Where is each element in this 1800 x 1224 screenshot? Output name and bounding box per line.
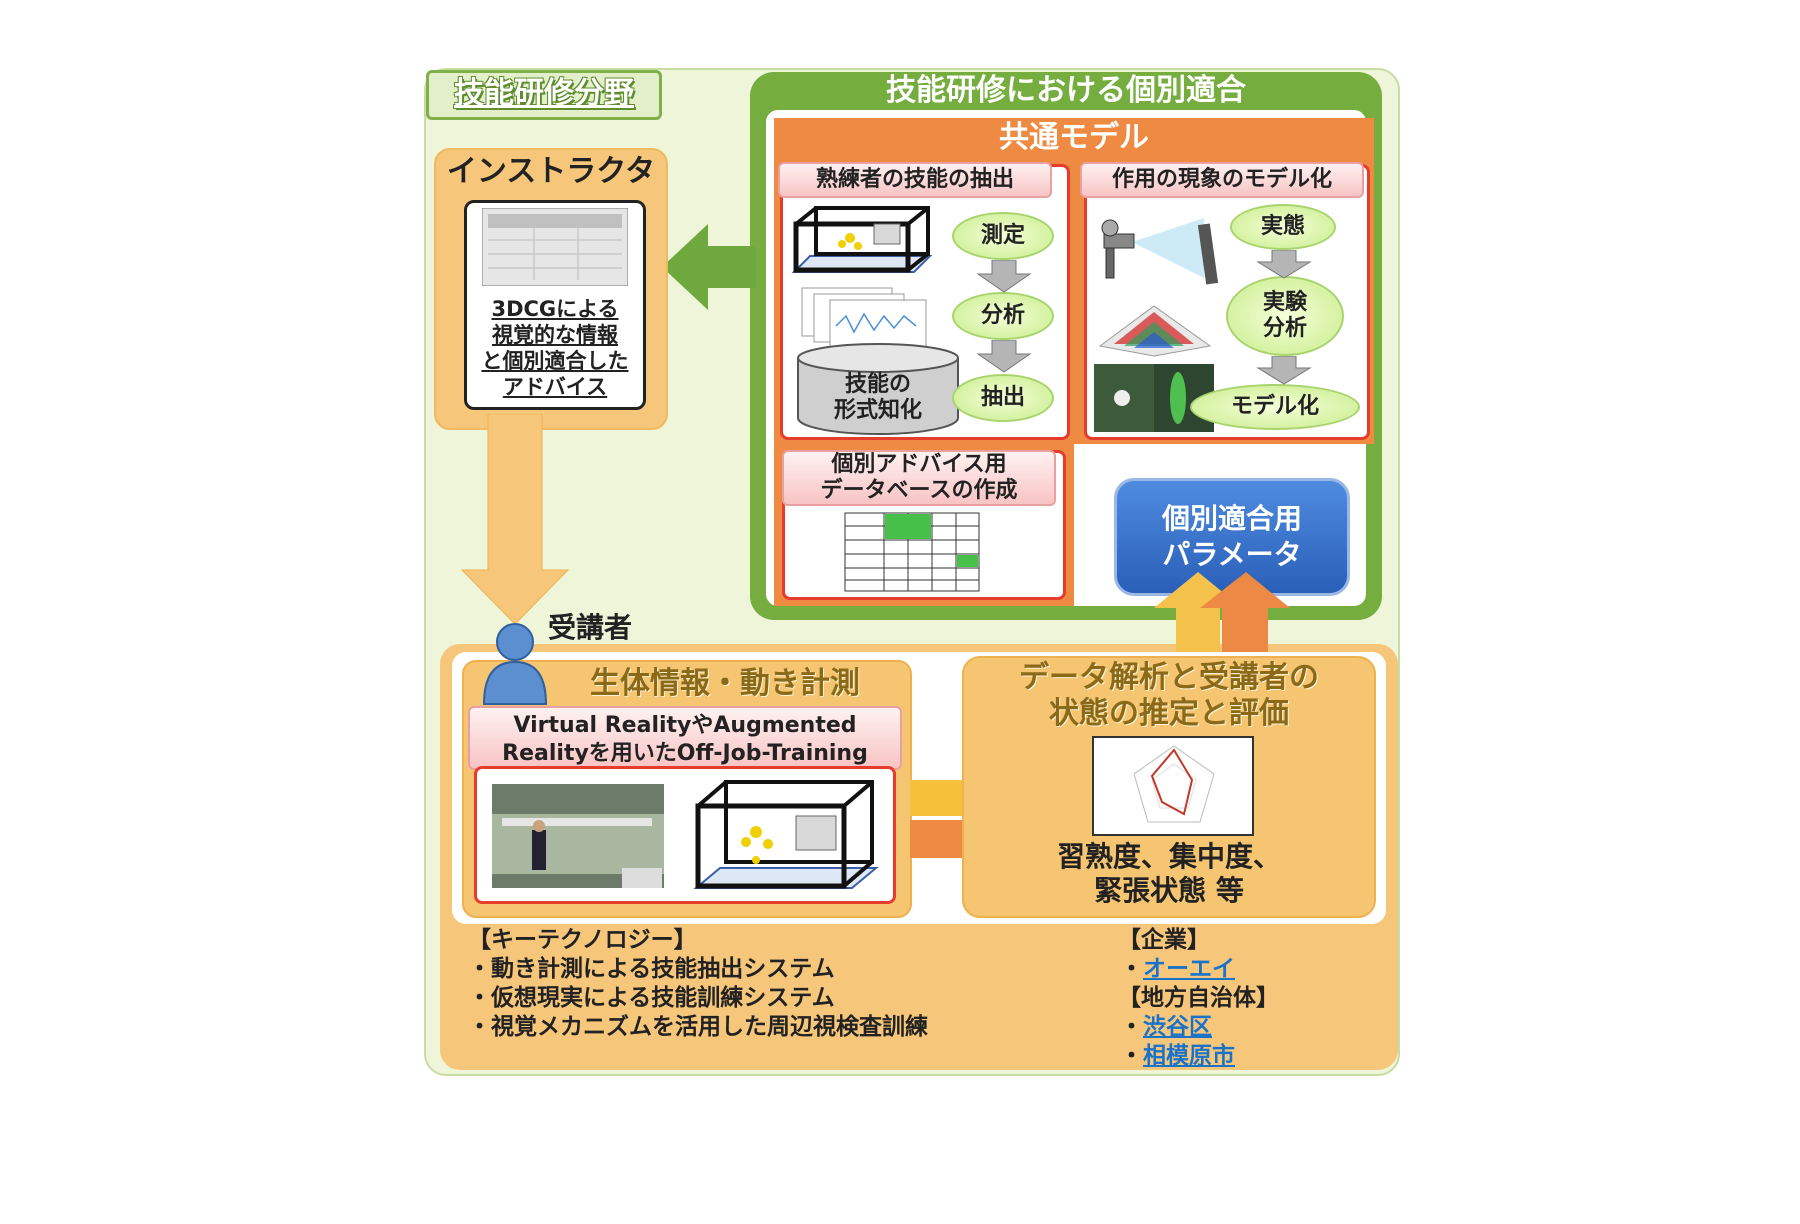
step-actual-state: 実態 xyxy=(1230,204,1336,250)
down-arrow-icon xyxy=(976,340,1032,373)
person-icon xyxy=(482,623,548,705)
spray-gun-illustration xyxy=(1101,218,1219,285)
field-tab: 技能研修分野 xyxy=(426,70,662,120)
step-measure: 測定 xyxy=(952,212,1054,260)
step-analyze: 分析 xyxy=(952,292,1054,340)
municipality-link[interactable]: 渋谷区 xyxy=(1143,1014,1212,1040)
analysis-panel xyxy=(962,656,1376,918)
expert-extraction-label: 熟練者の技能の抽出 xyxy=(778,162,1052,198)
down-arrow-icon xyxy=(460,414,570,625)
training-photo-illustration xyxy=(492,784,664,888)
database-label: 個別アドバイス用 データベースの作成 xyxy=(782,450,1056,506)
knowledge-cylinder-icon xyxy=(797,343,959,435)
analysis-result: 習熟度、集中度、 緊張状態 等 xyxy=(1056,840,1281,907)
down-arrow-icon xyxy=(1256,356,1312,385)
parameter-box: 個別適合用 パラメータ xyxy=(1114,478,1350,596)
simulation-illustration xyxy=(1094,364,1214,432)
motion-capture-cube-illustration xyxy=(791,206,933,273)
analysis-charts-illustration xyxy=(801,287,927,349)
company-link[interactable]: オーエイ xyxy=(1143,956,1235,982)
vr-training-label: Virtual RealityやAugmented Realityを用いたOff… xyxy=(468,706,902,770)
student-label: 受講者 xyxy=(548,611,633,644)
key-tech-item: ・動き計測による技能抽出システム xyxy=(468,956,835,982)
phenomenon-modeling-label: 作用の現象のモデル化 xyxy=(1080,162,1364,198)
down-arrow-icon xyxy=(1256,250,1312,279)
database-table-illustration xyxy=(844,512,980,592)
company-item: ・オーエイ xyxy=(1120,956,1235,982)
instructor-title: インストラクタ xyxy=(446,154,656,189)
companies-heading: 【企業】 xyxy=(1118,927,1210,953)
municipality-item: ・渋谷区 xyxy=(1120,1014,1212,1040)
municipality-link[interactable]: 相模原市 xyxy=(1143,1043,1235,1069)
parameter-label: 個別適合用 パラメータ xyxy=(1161,502,1302,571)
key-tech-item: ・仮想現実による技能訓練システム xyxy=(468,985,835,1011)
step-experiment-analysis: 実験 分析 xyxy=(1226,276,1344,356)
municipalities-heading: 【地方自治体】 xyxy=(1118,985,1279,1011)
bio-measurement-title: 生体情報・動き計測 xyxy=(590,666,860,701)
individual-fitting-title: 技能研修における個別適合 xyxy=(886,73,1246,108)
key-tech-item: ・視覚メカニズムを活用した周辺視検査訓練 xyxy=(468,1014,928,1040)
common-model-title: 共通モデル xyxy=(999,120,1149,155)
up-arrow-icon xyxy=(1154,572,1290,652)
down-arrow-icon xyxy=(976,260,1032,293)
vr-cube-illustration xyxy=(693,780,879,889)
step-extract: 抽出 xyxy=(952,374,1054,422)
instructor-advice-text: 3DCGによる 視覚的な情報 と個別適合した アドバイス xyxy=(481,297,629,399)
connector-bars xyxy=(910,780,966,858)
formalize-knowledge-label: 技能の 形式知化 xyxy=(833,372,922,423)
analysis-title: データ解析と受講者の 状態の推定と評価 xyxy=(1019,660,1319,731)
step-modeling: モデル化 xyxy=(1190,384,1360,430)
left-arrow-icon xyxy=(662,224,756,310)
radar-chart-illustration xyxy=(1133,745,1215,823)
municipality-item: ・相模原市 xyxy=(1120,1043,1235,1069)
surface-plot-illustration xyxy=(1098,305,1212,357)
key-tech-heading: 【キーテクノロジー】 xyxy=(468,927,697,953)
3dcg-screen-illustration xyxy=(482,208,628,286)
